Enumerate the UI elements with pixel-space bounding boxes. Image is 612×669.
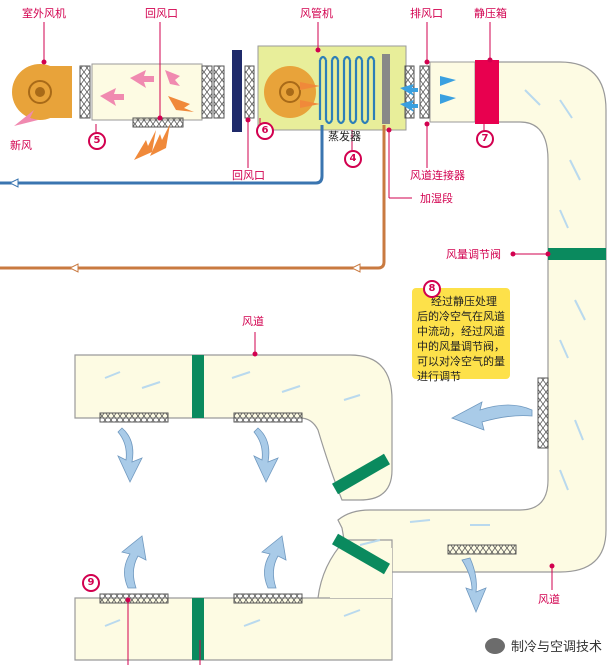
damper-lower	[192, 598, 204, 660]
grille-lower-left	[99, 593, 169, 604]
wechat-icon	[484, 637, 505, 654]
filter-mid-b	[213, 65, 225, 119]
watermark-text: 制冷与空调技术	[510, 640, 602, 655]
upper-branch-duct	[74, 354, 393, 501]
grille-main-bottom	[447, 544, 517, 555]
label-return-air-bottom: 回风口	[232, 169, 265, 182]
note-line-4: 中的风量调节阀，	[417, 340, 505, 353]
note-line-3: 中流动，经过风道	[417, 325, 505, 338]
marker-6: 6	[256, 122, 274, 140]
note-callout: 经过静压处理 后的冷空气在风道 中流动，经过风道 中的风量调节阀， 可以对冷空气…	[412, 288, 510, 383]
label-duct-connector: 风道连接器	[410, 169, 465, 182]
marker-5: 5	[88, 132, 106, 150]
grille-main-side	[537, 377, 549, 449]
damper-diag-b	[332, 533, 390, 575]
label-duct-top: 风道	[242, 315, 264, 328]
watermark: 制冷与空调技术	[484, 636, 602, 655]
dark-panel	[232, 50, 242, 132]
pipe-brown	[0, 125, 386, 270]
label-exhaust: 排风口	[410, 7, 443, 20]
marker-8: 8	[423, 280, 441, 298]
filter-5	[79, 65, 91, 119]
intake-airflow-arrows	[14, 70, 180, 126]
duct-flow-marks	[104, 89, 586, 627]
return-airflow-arrows	[134, 82, 320, 160]
filter-mid	[201, 65, 213, 119]
filter-6	[244, 65, 255, 119]
label-duct-bottom: 风道	[538, 593, 560, 606]
humidifier-section	[382, 54, 390, 124]
label-humidifier: 加湿段	[420, 192, 453, 205]
label-evaporator: 蒸发器	[328, 130, 361, 143]
damper-main	[548, 248, 606, 260]
pipe-blue	[0, 125, 324, 185]
label-plenum: 静压箱	[474, 7, 507, 20]
label-return-air-top: 回风口	[145, 7, 178, 20]
marker-4: 4	[344, 150, 362, 168]
filter-exhaust-b	[419, 65, 430, 119]
label-outdoor-fan: 室外风机	[22, 7, 66, 20]
label-fresh-air: 新风	[10, 139, 32, 152]
discharge-section	[429, 61, 476, 123]
note-line-5: 可以对冷空气的量	[417, 355, 505, 368]
damper-diag-a	[332, 453, 390, 495]
note-line-2: 后的冷空气在风道	[417, 310, 505, 323]
label-damper: 风量调节阀	[446, 248, 501, 261]
note-line-6: 进行调节	[417, 370, 461, 383]
grille-upper-left	[99, 412, 169, 423]
marker-7: 7	[476, 130, 494, 148]
label-fan-coil: 风管机	[300, 7, 333, 20]
supply-air-arrows	[117, 401, 533, 614]
note-line-1: 经过静压处理	[431, 295, 497, 308]
grille-upper-right	[233, 412, 303, 423]
plenum-box	[475, 60, 499, 124]
evaporator-coil	[318, 55, 376, 125]
grille-lower-right	[233, 593, 303, 604]
cold-airflow-arrows	[400, 76, 456, 112]
marker-9: 9	[82, 574, 100, 592]
damper-upper	[192, 355, 204, 418]
